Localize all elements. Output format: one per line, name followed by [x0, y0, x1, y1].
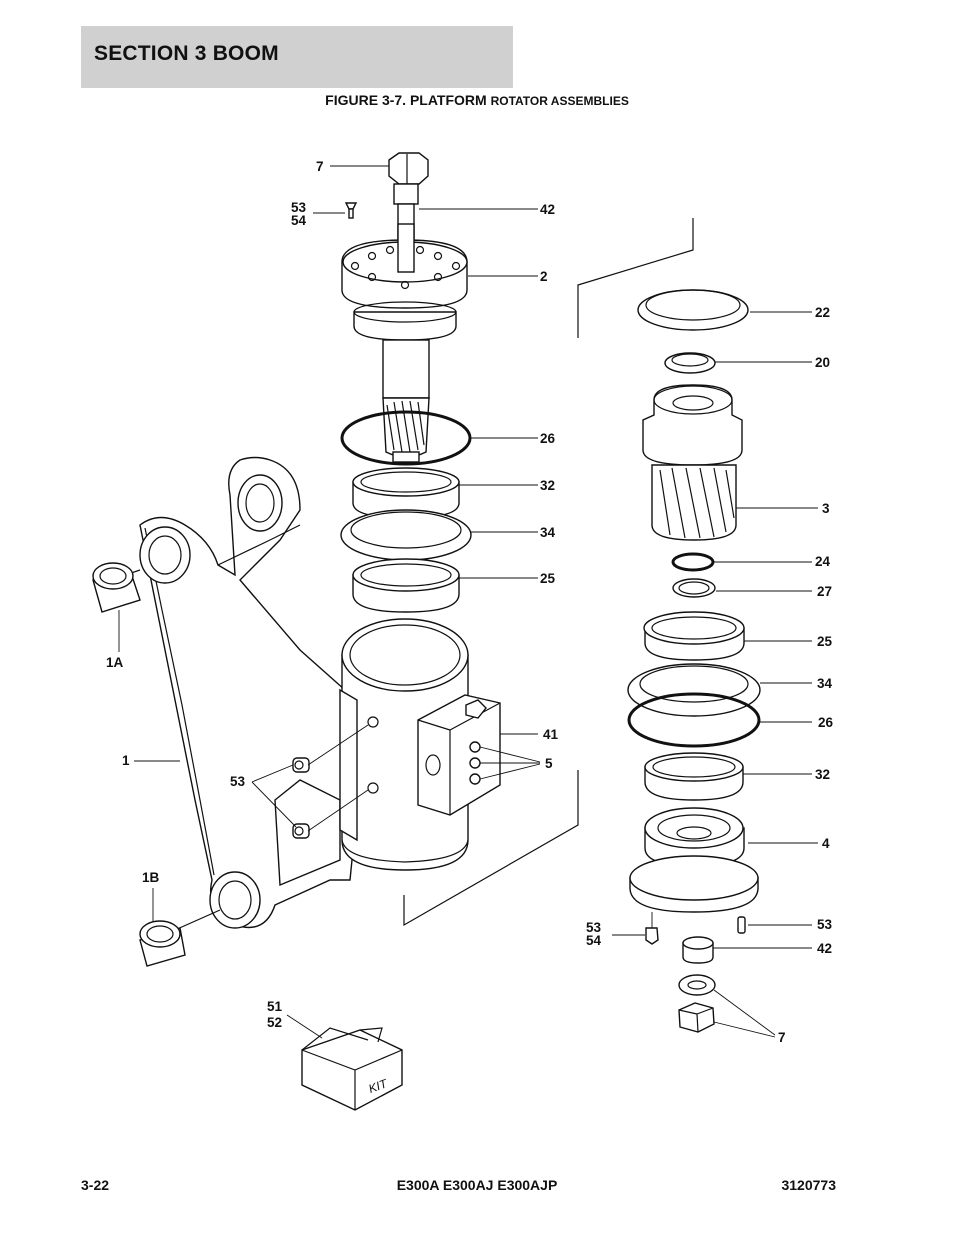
shaft-gear	[382, 339, 430, 463]
ring-27	[672, 578, 716, 598]
thrust-washer-left	[340, 509, 472, 561]
callout-51: 51	[267, 999, 283, 1014]
callout-7-top: 7	[316, 159, 324, 174]
bearing-right-25	[643, 611, 745, 661]
callout-42-bottom: 42	[817, 941, 832, 956]
callout-26-left: 26	[540, 431, 556, 446]
callout-22: 22	[815, 305, 830, 320]
callout-41: 41	[543, 727, 559, 742]
callout-54-bottom: 54	[586, 933, 602, 948]
callout-34-right: 34	[817, 676, 833, 691]
callout-26-right: 26	[818, 715, 834, 730]
bracket-plate	[109, 456, 358, 931]
callout-5: 5	[545, 756, 553, 771]
nut-7	[678, 1002, 715, 1033]
retainer-4	[629, 807, 759, 913]
fitting-53-upper	[292, 757, 310, 773]
callout-53-mid: 53	[230, 774, 246, 789]
fitting-53-lower	[292, 823, 310, 839]
callout-32-left: 32	[540, 478, 555, 493]
figure-title-main: FIGURE 3-7. PLATFORM	[325, 92, 491, 108]
o-ring-24	[671, 552, 715, 572]
callout-54-top: 54	[291, 213, 307, 228]
callout-1b: 1B	[142, 870, 160, 885]
rotator-housing	[339, 618, 469, 871]
callout-24: 24	[815, 554, 831, 569]
footer-page-number: 3-22	[81, 1177, 110, 1193]
callout-20: 20	[815, 355, 830, 370]
pin-53	[737, 916, 746, 934]
screw-top-small	[344, 202, 358, 219]
screw-53-54-bottom	[645, 927, 659, 945]
callout-53-top: 53	[291, 200, 307, 215]
seal-20	[664, 352, 716, 374]
thrust-washer-right-34	[627, 663, 761, 717]
section-title: SECTION 3 BOOM	[94, 42, 279, 65]
flange-cap	[341, 223, 468, 341]
callout-42-top: 42	[540, 202, 555, 217]
figure-title: FIGURE 3-7. PLATFORM ROTATOR ASSEMBLIES	[0, 92, 954, 108]
callout-25-left: 25	[540, 571, 556, 586]
callout-34-left: 34	[540, 525, 556, 540]
callout-1a: 1A	[106, 655, 124, 670]
o-ring-right-26	[627, 692, 761, 748]
kit-label: KIT	[367, 1076, 391, 1096]
bearing-left	[352, 558, 460, 613]
callout-7-bottom: 7	[778, 1030, 786, 1045]
callout-52: 52	[267, 1015, 282, 1030]
callout-3: 3	[822, 501, 830, 516]
bushing-right-32	[644, 752, 744, 801]
footer-models: E300A E300AJ E300AJP	[396, 1177, 558, 1193]
spindle-gear-3	[642, 384, 743, 541]
callout-2: 2	[540, 269, 548, 284]
kit-box	[301, 1027, 403, 1111]
footer-doc-number: 3120773	[781, 1177, 836, 1193]
bushing-left	[352, 467, 460, 519]
callout-53-bottom: 53	[586, 920, 602, 935]
figure-title-sub: ROTATOR ASSEMBLIES	[490, 94, 629, 108]
bushing-42-bottom	[682, 936, 714, 964]
valve-block	[417, 694, 501, 816]
bushing-1a	[92, 562, 141, 613]
washer-7	[678, 974, 716, 996]
seal-ring-22	[637, 289, 749, 331]
callout-1: 1	[122, 753, 130, 768]
callout-4: 4	[822, 836, 830, 851]
section-header-band	[81, 26, 513, 88]
bushing-1b	[139, 920, 186, 967]
callout-25-right: 25	[817, 634, 833, 649]
callout-53-right: 53	[817, 917, 833, 932]
callout-27: 27	[817, 584, 832, 599]
callout-32-right: 32	[815, 767, 830, 782]
